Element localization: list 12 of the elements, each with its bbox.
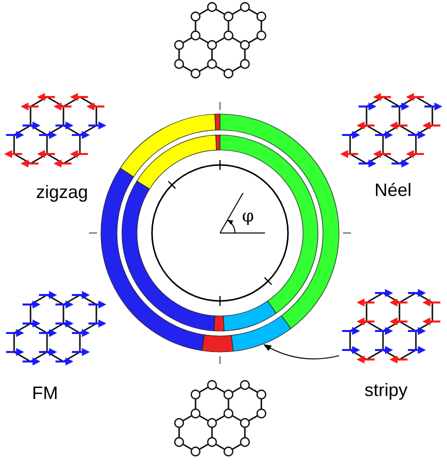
picture — [174, 2, 266, 78]
picture — [6, 291, 106, 366]
picture — [340, 93, 442, 168]
picture — [174, 380, 266, 456]
phase-label: Néel — [374, 181, 412, 199]
picture — [4, 93, 106, 168]
phase-label: stripy — [364, 381, 408, 399]
phase-label: FM — [32, 384, 58, 402]
phase-label: zigzag — [36, 183, 88, 201]
picture — [342, 289, 440, 364]
curved-arrow — [263, 344, 340, 360]
angle-label: φ — [242, 208, 254, 226]
